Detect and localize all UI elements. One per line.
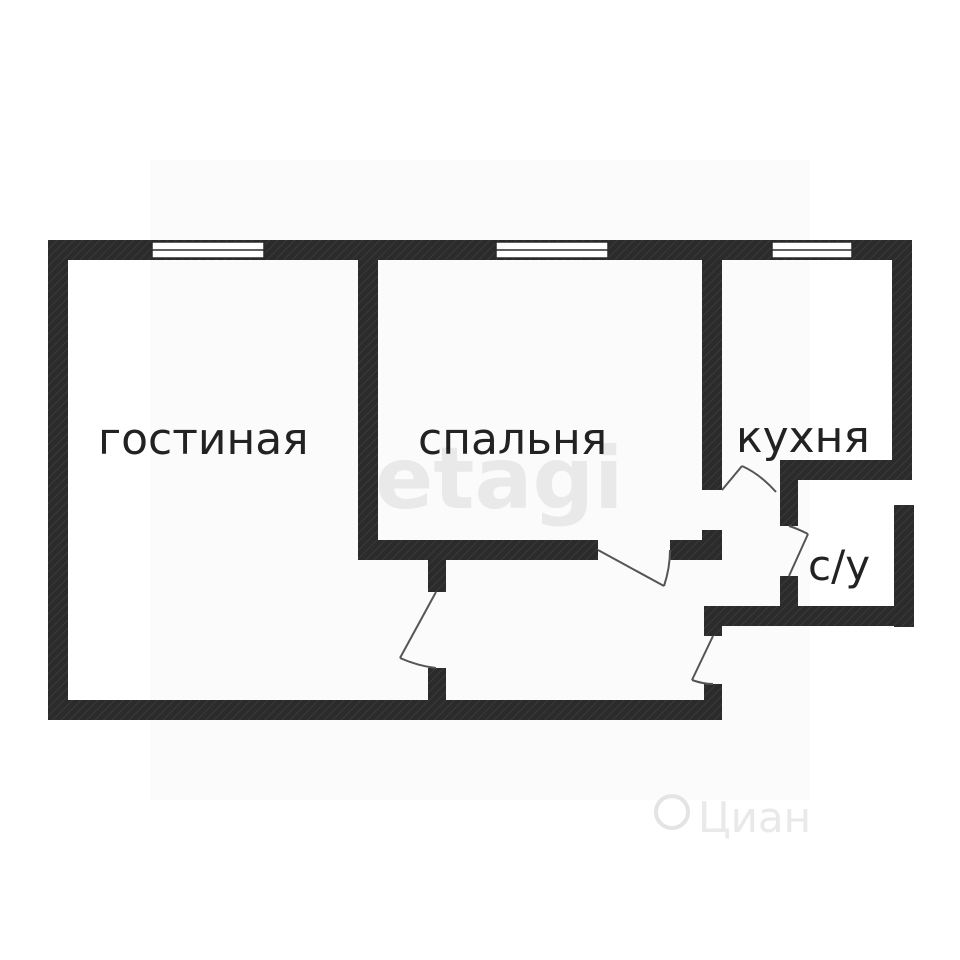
watermark-cian: Циан <box>654 793 811 842</box>
windows <box>151 241 853 259</box>
door-corridor <box>691 635 714 685</box>
door-bedroom <box>597 549 671 587</box>
wall-bathroom-bottom <box>704 606 914 626</box>
wall-bedroom-bottom-left <box>358 540 598 560</box>
door-bathroom <box>788 525 809 577</box>
window-kitchen <box>771 241 853 259</box>
room-label-bedroom: спальня <box>418 414 607 465</box>
watermark-etagi: etagi <box>375 429 624 529</box>
window-bedroom <box>495 241 609 259</box>
wall-bottom <box>48 700 722 720</box>
doors <box>399 465 809 685</box>
wall-kitchen-bottom <box>780 460 912 480</box>
wall-living-jamb-top <box>428 560 446 592</box>
wall-corridor-right-top <box>704 606 722 636</box>
wall-left <box>48 240 68 720</box>
window-living <box>151 241 265 259</box>
room-label-bathroom: с/у <box>808 541 870 590</box>
plan-background <box>150 160 810 800</box>
wall-bathroom-left-top <box>780 460 798 526</box>
wall-bedroom-kitchen-lower <box>702 530 722 560</box>
wall-living-bedroom <box>358 240 378 560</box>
wall-bathroom-left-bottom <box>780 576 798 606</box>
door-living <box>399 591 437 669</box>
room-label-kitchen: кухня <box>736 412 870 463</box>
wall-corridor-right-bottom <box>704 684 722 720</box>
cian-logo-icon <box>654 794 690 830</box>
wall-living-jamb-bottom <box>428 668 446 708</box>
wall-bedroom-kitchen <box>702 240 722 490</box>
room-label-living: гостиная <box>98 414 309 465</box>
walls <box>48 240 914 720</box>
wall-right-kitchen <box>892 240 912 462</box>
wall-right-bathroom <box>894 505 914 627</box>
watermark-cian-text: Циан <box>698 793 811 842</box>
door-kitchen <box>721 465 777 493</box>
